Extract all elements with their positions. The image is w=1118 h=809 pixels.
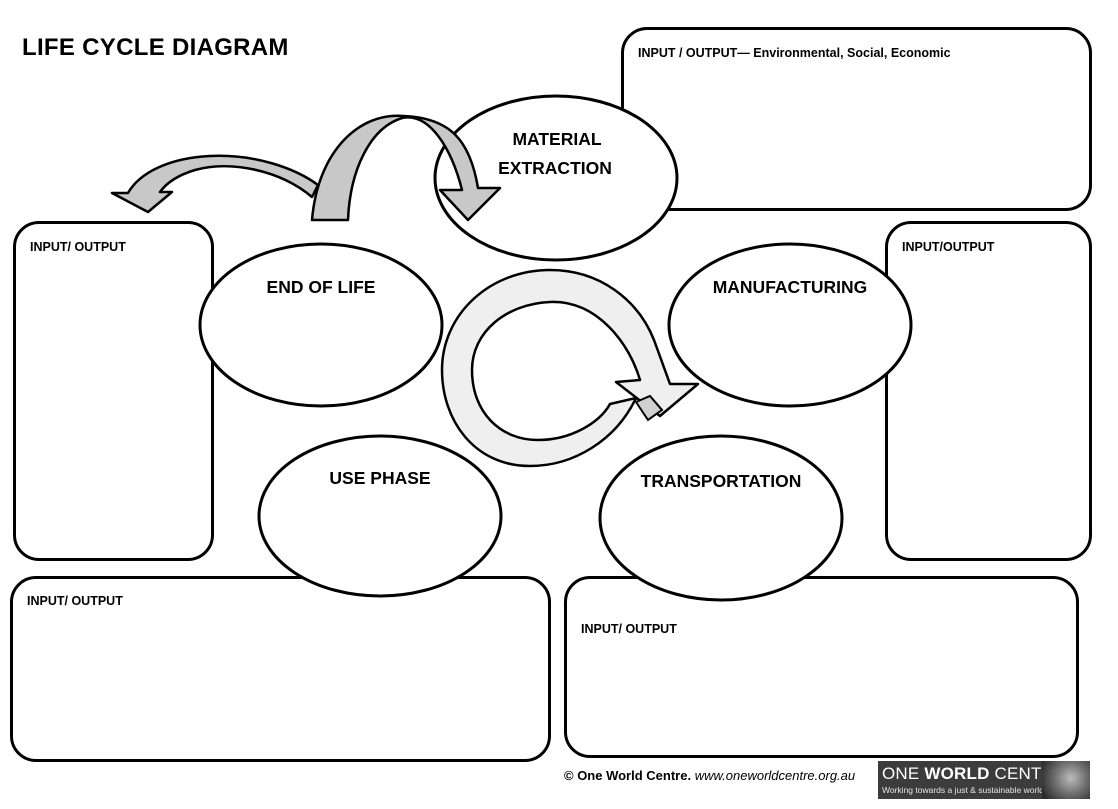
label-material-extraction: MATERIAL EXTRACTION — [470, 125, 640, 183]
ellipse-transportation — [598, 434, 844, 602]
io-box-right: INPUT/OUTPUT — [885, 221, 1092, 561]
io-box-bottom-right: INPUT/ OUTPUT — [564, 576, 1079, 758]
footer-copyright: © One World Centre. — [564, 768, 692, 783]
io-box-bottom-right-label: INPUT/ OUTPUT — [581, 622, 677, 636]
io-box-left-label: INPUT/ OUTPUT — [30, 240, 126, 254]
curved-arrow-to-extraction — [310, 114, 502, 222]
io-box-top-right: INPUT / OUTPUT— Environmental, Social, E… — [621, 27, 1092, 211]
io-box-bottom-left: INPUT/ OUTPUT — [10, 576, 551, 762]
logo-photo — [1042, 761, 1090, 799]
one-world-centre-logo: ONE WORLD CENTRE Working towards a just … — [878, 761, 1090, 799]
io-box-left: INPUT/ OUTPUT — [13, 221, 214, 561]
io-box-top-right-label: INPUT / OUTPUT— Environmental, Social, E… — [638, 46, 951, 60]
ellipse-use-phase — [257, 434, 503, 598]
label-use-phase: USE PHASE — [329, 468, 431, 488]
label-end-of-life: END OF LIFE — [266, 277, 376, 297]
io-box-right-label: INPUT/OUTPUT — [902, 240, 995, 254]
page-title: LIFE CYCLE DIAGRAM — [22, 34, 289, 61]
ellipse-end-of-life — [198, 242, 444, 408]
arrow-to-left-box — [110, 154, 320, 214]
ellipse-manufacturing — [667, 242, 913, 408]
cycle-arrow-notch — [634, 394, 664, 422]
logo-tagline: Working towards a just & sustainable wor… — [882, 785, 1044, 795]
logo-word-one: ONE — [882, 764, 925, 783]
label-material-line1: MATERIAL — [512, 129, 602, 149]
cycle-ring — [440, 268, 700, 468]
ellipse-material-extraction — [433, 94, 679, 262]
footer-url[interactable]: www.oneworldcentre.org.au — [694, 768, 856, 783]
label-transportation: TRANSPORTATION — [640, 471, 802, 491]
label-material-line2: EXTRACTION — [498, 158, 612, 178]
logo-word-world: WORLD — [924, 764, 990, 783]
io-box-bottom-left-label: INPUT/ OUTPUT — [27, 594, 123, 608]
footer-credit: © One World Centre. www.oneworldcentre.o… — [564, 768, 855, 783]
label-manufacturing: MANUFACTURING — [712, 277, 868, 297]
logo-title: ONE WORLD CENTRE — [882, 764, 1066, 784]
